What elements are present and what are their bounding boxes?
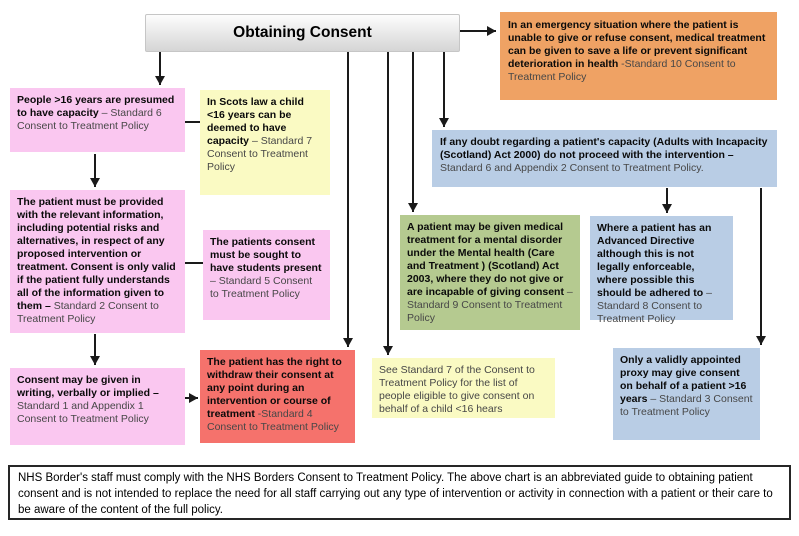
footer-policy-note: NHS Border's staff must comply with the … xyxy=(8,465,791,520)
box-advanced-directive-ref-text: – Standard 8 Consent to Treatment Policy xyxy=(597,287,712,326)
box-see-standard7-text: See Standard 7 of the Consent to Treatme… xyxy=(379,364,535,416)
box-emergency-treatment: In an emergency situation where the pati… xyxy=(500,12,777,100)
box-students-present-ref-text: – Standard 5 Consent to Treatment Policy xyxy=(210,275,313,301)
box-relevant-information-ref-text: Standard 2 Consent to Treatment Policy xyxy=(17,300,159,326)
box-withdraw-consent-main-text: The patient has the right to withdraw th… xyxy=(207,356,342,421)
box-mental-health-main-text: A patient may be given medical treatment… xyxy=(407,221,564,299)
box-capacity-doubt-main-text: If any doubt regarding a patient's capac… xyxy=(440,136,768,162)
page-title: Obtaining Consent xyxy=(145,14,460,52)
box-emergency-main-text: In an emergency situation where the pati… xyxy=(508,19,766,71)
box-capacity-doubt-ref-text: Standard 6 and Appendix 2 Consent to Tre… xyxy=(440,162,704,175)
box-relevant-information-main-text: The patient must be provided with the re… xyxy=(17,196,176,313)
box-consent-forms-main-text: Consent may be given in writing, verball… xyxy=(17,374,159,400)
box-proxy-consent-ref-text: – Standard 3 Consent to Treatment Policy xyxy=(620,393,753,419)
box-capacity-doubt: If any doubt regarding a patient's capac… xyxy=(432,130,777,187)
box-mental-health-act: A patient may be given medical treatment… xyxy=(400,215,580,330)
box-advanced-directive-main-text: Where a patient has an Advanced Directiv… xyxy=(597,222,712,300)
box-withdraw-consent: The patient has the right to withdraw th… xyxy=(200,350,355,443)
box-students-present: The patients consent must be sought to h… xyxy=(203,230,330,320)
box-presumed-capacity: People >16 years are presumed to have ca… xyxy=(10,88,185,152)
box-presumed-capacity-ref-text: – Standard 6 Consent to Treatment Policy xyxy=(17,107,162,133)
box-emergency-ref-text: -Standard 10 Consent to Treatment Policy xyxy=(508,58,736,84)
box-proxy-consent: Only a validly appointed proxy may give … xyxy=(613,348,760,440)
box-mental-health-ref-text: – Standard 9 Consent to Treatment Policy xyxy=(407,286,573,325)
box-advanced-directive: Where a patient has an Advanced Directiv… xyxy=(590,216,733,325)
box-see-standard7: See Standard 7 of the Consent to Treatme… xyxy=(372,358,555,418)
box-scots-law-child: In Scots law a child <16 years can be de… xyxy=(200,90,330,195)
box-consent-forms: Consent may be given in writing, verball… xyxy=(10,368,185,445)
box-scots-law-main-text: In Scots law a child <16 years can be de… xyxy=(207,96,304,148)
box-withdraw-consent-ref-text: -Standard 4 Consent to Treatment Policy xyxy=(207,408,339,434)
box-presumed-capacity-main-text: People >16 years are presumed to have ca… xyxy=(17,94,175,120)
box-consent-forms-ref-text: Standard 1 and Appendix 1 Consent to Tre… xyxy=(17,400,149,426)
box-relevant-information: The patient must be provided with the re… xyxy=(10,190,185,333)
box-students-present-main-text: The patients consent must be sought to h… xyxy=(210,236,322,275)
box-proxy-consent-main-text: Only a validly appointed proxy may give … xyxy=(620,354,747,406)
box-scots-law-ref-text: – Standard 7 Consent to Treatment Policy xyxy=(207,135,313,174)
